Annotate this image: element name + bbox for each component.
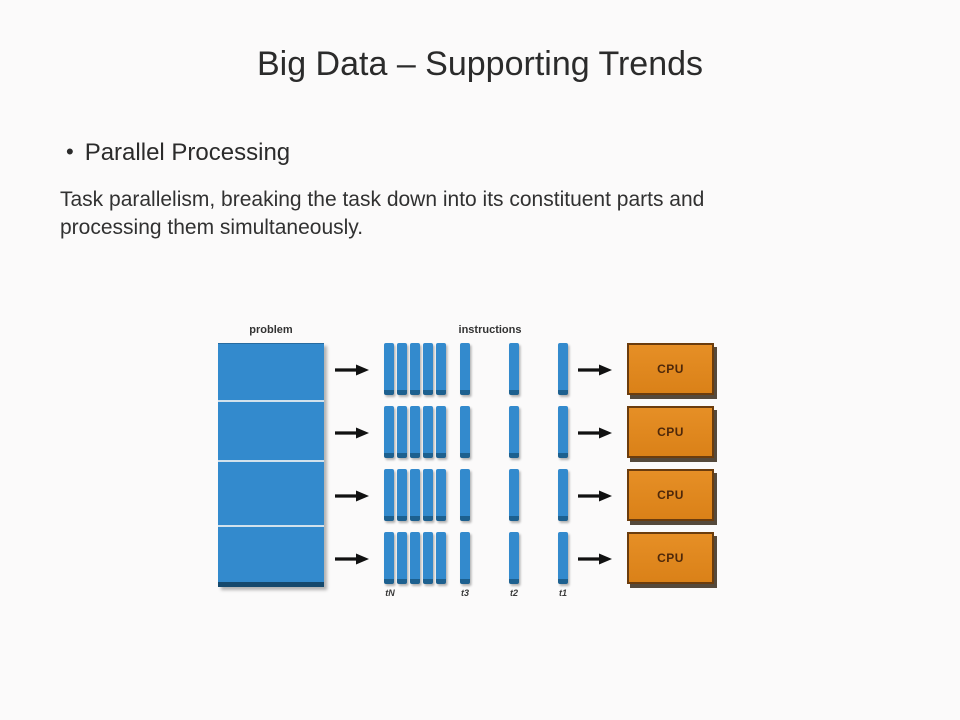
cpu-label: CPU <box>657 488 684 502</box>
instruction-bar <box>410 469 420 521</box>
instruction-bar <box>397 406 407 458</box>
instruction-bar <box>384 532 394 584</box>
instruction-bar <box>397 469 407 521</box>
cpu-label: CPU <box>657 551 684 565</box>
time-label-tN: tN <box>385 588 395 598</box>
instruction-bar <box>397 532 407 584</box>
instruction-bar <box>509 469 519 521</box>
time-label-t1: t1 <box>558 588 567 598</box>
instruction-bar <box>460 406 470 458</box>
instruction-bar <box>509 406 519 458</box>
cpu-box: CPU <box>627 532 714 584</box>
right-arrow-icon <box>335 427 369 439</box>
instruction-bar <box>558 406 568 458</box>
instruction-bar <box>397 343 407 395</box>
instruction-bar <box>384 469 394 521</box>
right-arrow-icon <box>335 364 369 376</box>
right-arrow-icon <box>335 490 369 502</box>
instruction-bar <box>509 343 519 395</box>
diagram-row: CPU <box>200 343 745 396</box>
instruction-bar <box>384 343 394 395</box>
instruction-bar <box>423 532 433 584</box>
body-text: Task parallelism, breaking the task down… <box>60 186 704 242</box>
instruction-bar <box>436 343 446 395</box>
instruction-bar <box>460 469 470 521</box>
instruction-bar <box>509 532 519 584</box>
instructions-label: instructions <box>458 324 522 336</box>
instruction-bar <box>558 343 568 395</box>
right-arrow-icon <box>578 364 612 376</box>
instruction-bar <box>436 469 446 521</box>
parallel-processing-diagram: problem instructions <box>200 320 745 620</box>
right-arrow-icon <box>578 427 612 439</box>
right-arrow-icon <box>578 553 612 565</box>
instruction-bar <box>410 343 420 395</box>
body-text-line-1: Task parallelism, breaking the task down… <box>60 188 705 211</box>
instruction-bar <box>423 469 433 521</box>
instruction-bar <box>460 532 470 584</box>
bullet-icon: • <box>66 139 74 164</box>
diagram-row: CPU <box>200 532 745 585</box>
section-heading-label: Parallel Processing <box>84 139 291 166</box>
instruction-bar <box>410 532 420 584</box>
problem-block <box>218 343 324 587</box>
problem-label: problem <box>249 324 293 336</box>
instruction-bar <box>436 532 446 584</box>
instruction-bar <box>436 406 446 458</box>
right-arrow-icon <box>335 553 369 565</box>
instruction-bar <box>410 406 420 458</box>
instruction-bar <box>558 469 568 521</box>
instruction-bar <box>423 406 433 458</box>
problem-segment-divider <box>218 525 324 527</box>
body-text-line-2: processing them simultaneously. <box>60 216 364 239</box>
section-heading: • Parallel Processing <box>66 139 290 167</box>
time-label-t2: t2 <box>509 588 518 598</box>
instruction-bar <box>384 406 394 458</box>
cpu-label: CPU <box>657 425 684 439</box>
cpu-box: CPU <box>627 406 714 458</box>
cpu-label: CPU <box>657 362 684 376</box>
instruction-bar <box>423 343 433 395</box>
instruction-bar <box>460 343 470 395</box>
problem-segment-divider <box>218 400 324 402</box>
diagram-row: CPU <box>200 406 745 459</box>
time-label-t3: t3 <box>460 588 469 598</box>
slide-title: Big Data – Supporting Trends <box>256 45 704 83</box>
right-arrow-icon <box>578 490 612 502</box>
cpu-box: CPU <box>627 343 714 395</box>
problem-segment-divider <box>218 460 324 462</box>
cpu-box: CPU <box>627 469 714 521</box>
diagram-row: CPU <box>200 469 745 522</box>
instruction-bar <box>558 532 568 584</box>
